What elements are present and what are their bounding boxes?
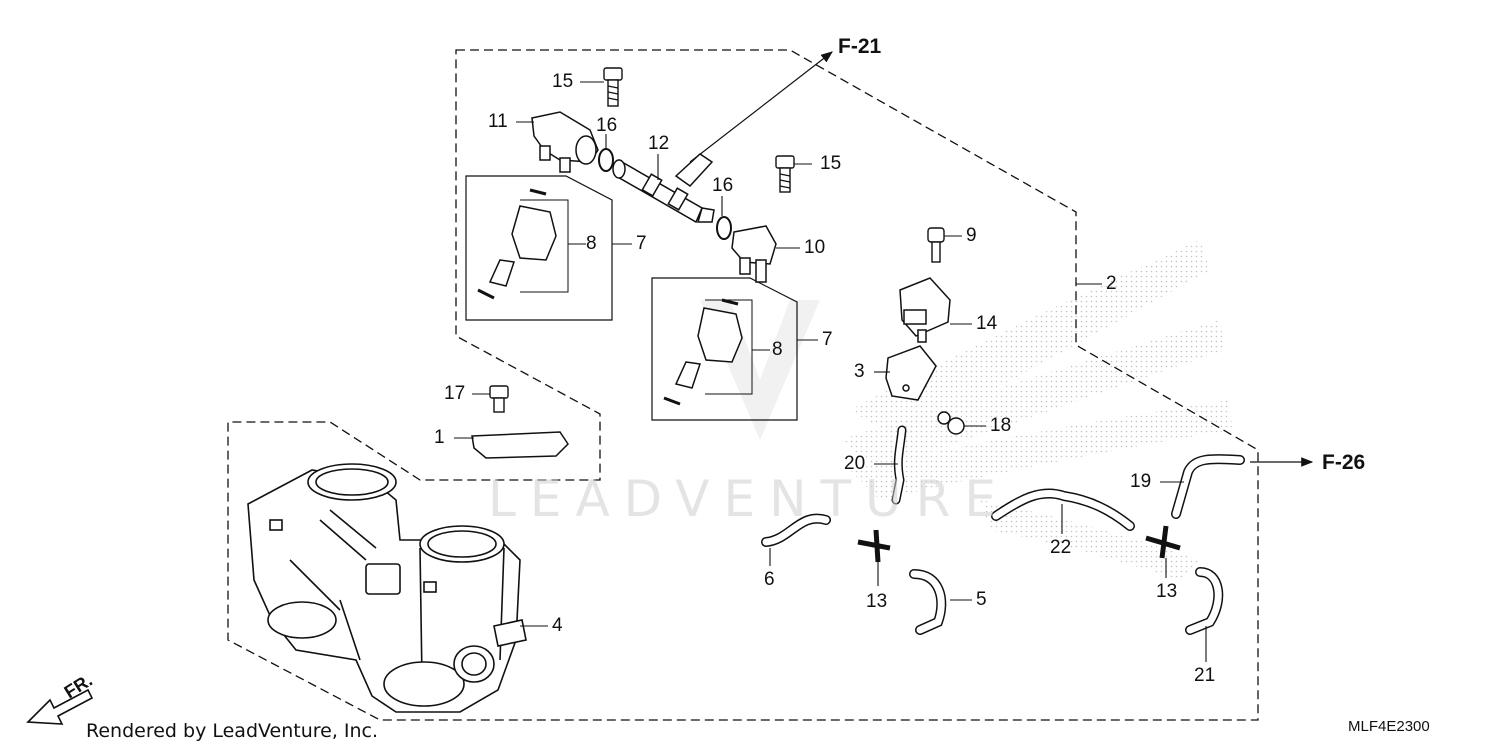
watermark-text: LEADVENTURE bbox=[488, 470, 1010, 528]
callout-1[interactable]: 1 bbox=[434, 427, 445, 448]
callout-16-right[interactable]: 16 bbox=[712, 175, 734, 196]
leader-lines bbox=[454, 81, 1207, 662]
diagram-code: MLF4E2300 bbox=[1348, 718, 1430, 735]
callout-14[interactable]: 14 bbox=[976, 313, 998, 334]
callout-7-left[interactable]: 7 bbox=[636, 233, 647, 254]
plate-1-icon bbox=[471, 431, 569, 459]
fuel-pipe-12-icon bbox=[612, 153, 715, 224]
injector-box-left bbox=[465, 175, 613, 321]
injector-8-left-icon bbox=[477, 188, 557, 300]
bolt-15-upper-icon bbox=[603, 67, 623, 107]
callout-12[interactable]: 12 bbox=[648, 133, 670, 154]
bracket-3-icon bbox=[885, 345, 937, 401]
callout-18[interactable]: 18 bbox=[990, 415, 1012, 436]
callout-5[interactable]: 5 bbox=[976, 589, 987, 610]
bolt-17-icon bbox=[489, 385, 509, 413]
callout-4[interactable]: 4 bbox=[552, 615, 563, 636]
callout-17[interactable]: 17 bbox=[444, 383, 466, 404]
callout-6[interactable]: 6 bbox=[764, 569, 775, 590]
callout-3[interactable]: 3 bbox=[854, 361, 865, 382]
grommet-18-icon bbox=[937, 411, 965, 435]
callout-13-left[interactable]: 13 bbox=[866, 591, 888, 612]
sensor-14-icon bbox=[899, 277, 951, 343]
callout-8-left[interactable]: 8 bbox=[586, 233, 597, 254]
o-ring-16-right-icon bbox=[716, 216, 732, 240]
ref-f21-link[interactable]: F-21 bbox=[838, 35, 882, 58]
callout-7-right[interactable]: 7 bbox=[822, 329, 833, 350]
injector-box-right bbox=[651, 277, 798, 421]
callout-10[interactable]: 10 bbox=[804, 237, 826, 258]
callout-9[interactable]: 9 bbox=[966, 225, 977, 246]
assembly-2-boundary bbox=[227, 49, 1259, 721]
rendered-by-credit: Rendered by LeadVenture, Inc. bbox=[86, 720, 379, 742]
callout-13-right[interactable]: 13 bbox=[1156, 581, 1178, 602]
ref-f26-link[interactable]: F-26 bbox=[1322, 451, 1366, 474]
callout-11[interactable]: 11 bbox=[488, 111, 508, 132]
brand-wing-watermark bbox=[700, 240, 1232, 580]
callout-16-left[interactable]: 16 bbox=[596, 115, 618, 136]
clip-11-icon bbox=[531, 111, 599, 173]
callout-15-upper[interactable]: 15 bbox=[552, 71, 574, 92]
callout-22[interactable]: 22 bbox=[1050, 537, 1072, 558]
callout-2[interactable]: 2 bbox=[1106, 273, 1117, 294]
bolt-9-icon bbox=[927, 227, 945, 263]
front-direction-arrow-icon bbox=[26, 688, 94, 725]
t-joint-13-right-icon bbox=[1145, 525, 1181, 559]
callout-15-right[interactable]: 15 bbox=[820, 153, 842, 174]
clip-10-icon bbox=[731, 225, 777, 283]
injector-8-right-icon bbox=[663, 298, 743, 406]
callout-21[interactable]: 21 bbox=[1194, 665, 1216, 686]
bolt-15-right-icon bbox=[775, 155, 795, 193]
callout-8-right[interactable]: 8 bbox=[772, 339, 783, 360]
callout-20[interactable]: 20 bbox=[844, 453, 866, 474]
callout-19[interactable]: 19 bbox=[1130, 471, 1152, 492]
t-joint-13-left-icon bbox=[857, 529, 891, 563]
o-ring-16-left-icon bbox=[598, 148, 614, 172]
throttle-body-4-icon bbox=[247, 463, 527, 713]
